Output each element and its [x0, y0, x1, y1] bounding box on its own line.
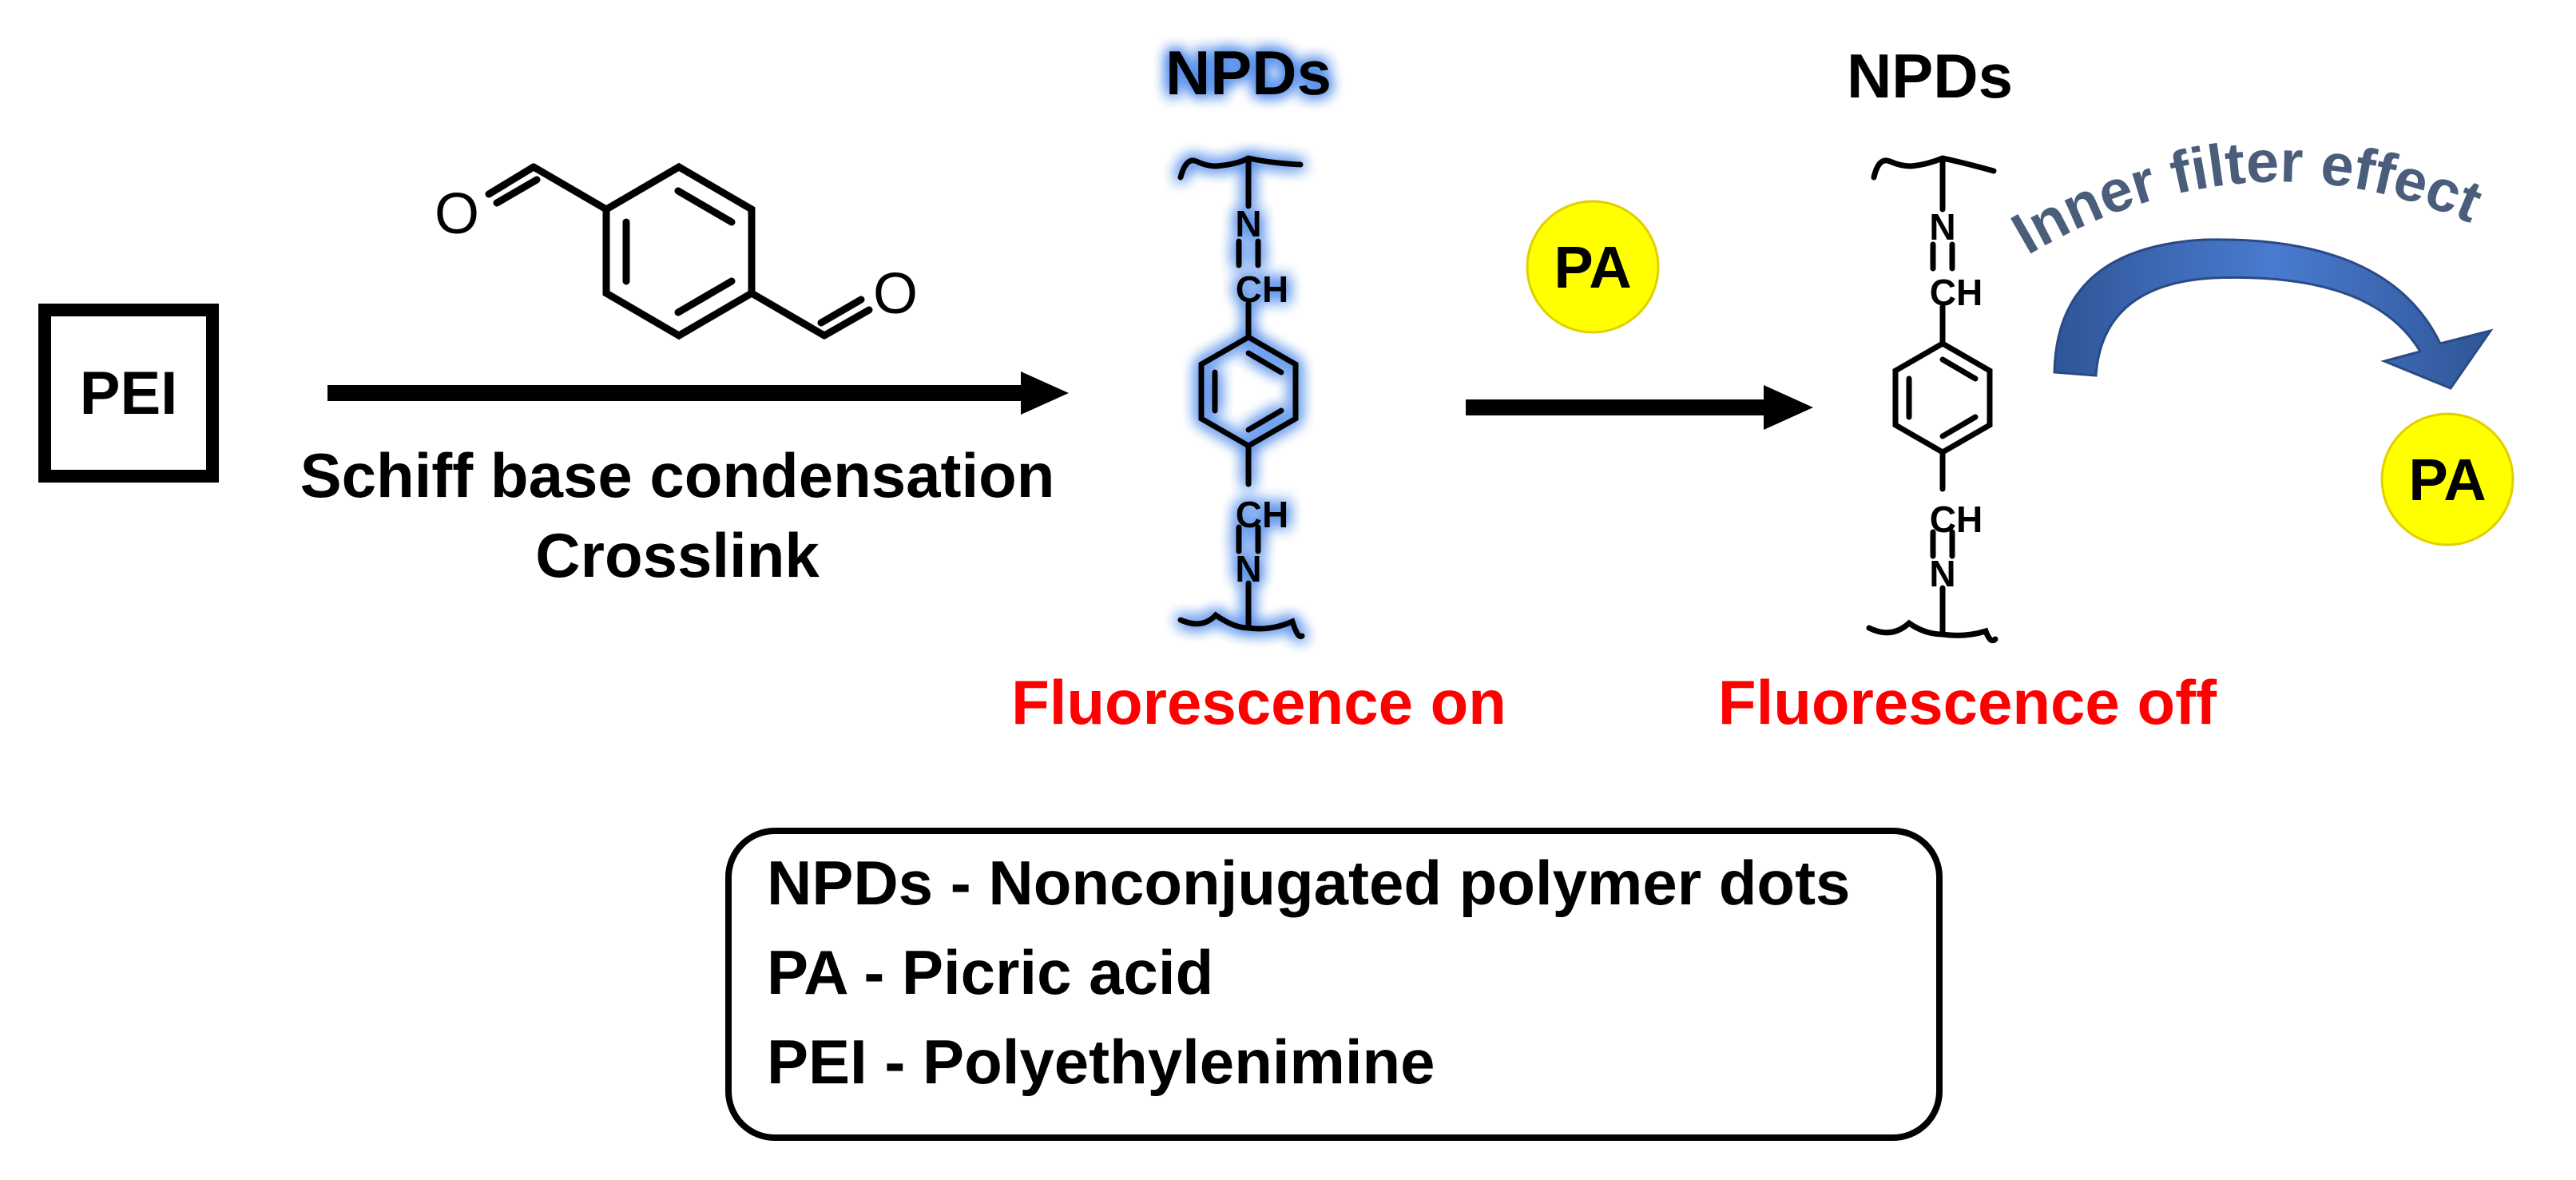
aldehyde-oxygen-right: O	[873, 262, 918, 326]
pa-target-label: PA	[2408, 447, 2486, 513]
legend-box	[725, 828, 1943, 1141]
imine-ch-top-on: CH	[1236, 268, 1288, 310]
polymer-structure-on: N CH CH N	[1177, 155, 1305, 640]
imine-n-bottom-on: N	[1235, 548, 1261, 590]
npds-quenched: NPDs N CH CH N Fluores	[1718, 41, 2217, 737]
quench-arrow	[1466, 385, 1813, 430]
abbreviation-legend: NPDs - Nonconjugated polymer dots PA - P…	[725, 828, 1943, 1141]
reaction-condition-line2: Crosslink	[535, 520, 820, 590]
polymer-structure-off: N CH CH N	[1866, 155, 1998, 644]
legend-line-npds: NPDs - Nonconjugated polymer dots	[767, 848, 1850, 918]
npds-fluorescent: NPDs N CH CH N Fluores	[1011, 38, 1506, 737]
imine-n-bottom-off: N	[1929, 553, 1955, 594]
imine-ch-bottom-off: CH	[1930, 499, 1983, 540]
npds-title-off: NPDs	[1847, 41, 2013, 111]
pa-circle	[1526, 200, 1660, 334]
reaction-arrow	[327, 371, 1069, 415]
imine-ch-bottom-on: CH	[1236, 494, 1288, 535]
pa-quencher: PA	[1526, 200, 1660, 334]
imine-n-top-on: N	[1235, 203, 1261, 244]
reaction-condition-line1: Schiff base condensation	[300, 440, 1055, 511]
pa-target-circle	[2380, 412, 2514, 546]
imine-ch-top-off: CH	[1930, 272, 1983, 313]
legend-line-pa: PA - Picric acid	[767, 937, 1213, 1007]
terephthalaldehyde-structure	[485, 162, 873, 340]
inner-filter-effect: Inner filter effect	[2001, 128, 2494, 390]
fluorescence-on-label: Fluorescence on	[1011, 667, 1506, 737]
legend-line-pei: PEI - Polyethylenimine	[767, 1027, 1435, 1097]
fluorescence-off-label: Fluorescence off	[1718, 667, 2217, 737]
pei-box	[38, 304, 219, 483]
pei-reactant: PEI	[38, 304, 219, 483]
imine-n-top-off: N	[1929, 206, 1955, 248]
pa-label: PA	[1554, 234, 1631, 300]
curved-arrow-icon	[2053, 238, 2494, 390]
pei-label: PEI	[80, 360, 178, 427]
aldehyde-oxygen-left: O	[435, 182, 479, 246]
pa-target: PA	[2380, 412, 2514, 546]
npds-title-on: NPDs	[1165, 38, 1332, 108]
